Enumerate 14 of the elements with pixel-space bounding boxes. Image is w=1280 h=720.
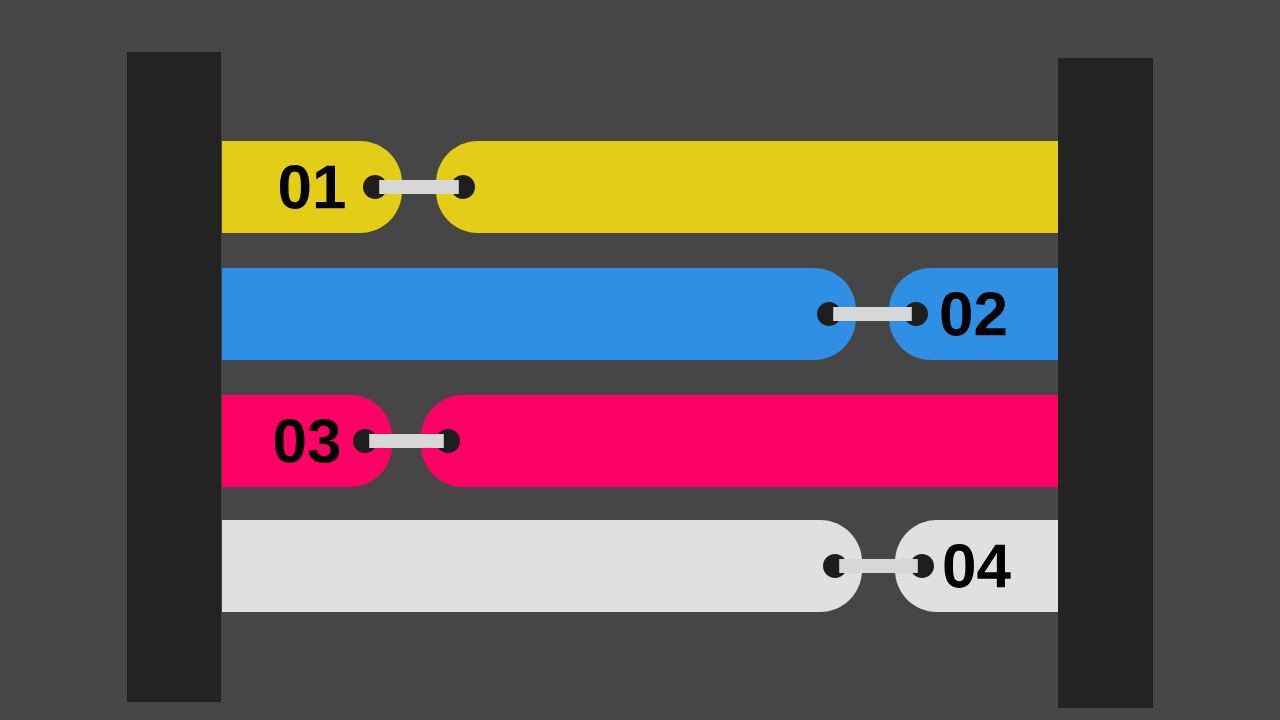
number-tab: 01 (222, 141, 402, 233)
band (421, 395, 1058, 487)
band (222, 268, 856, 360)
post (127, 52, 221, 702)
ring-link (379, 180, 459, 194)
post (1058, 58, 1153, 708)
number-tab: 02 (889, 268, 1058, 360)
band (222, 520, 862, 612)
number-tab: 04 (895, 520, 1058, 612)
ring-link (839, 559, 918, 573)
ring-link (369, 434, 444, 448)
ring-link (833, 307, 912, 321)
band (436, 141, 1058, 233)
number-tab: 03 (222, 395, 392, 487)
